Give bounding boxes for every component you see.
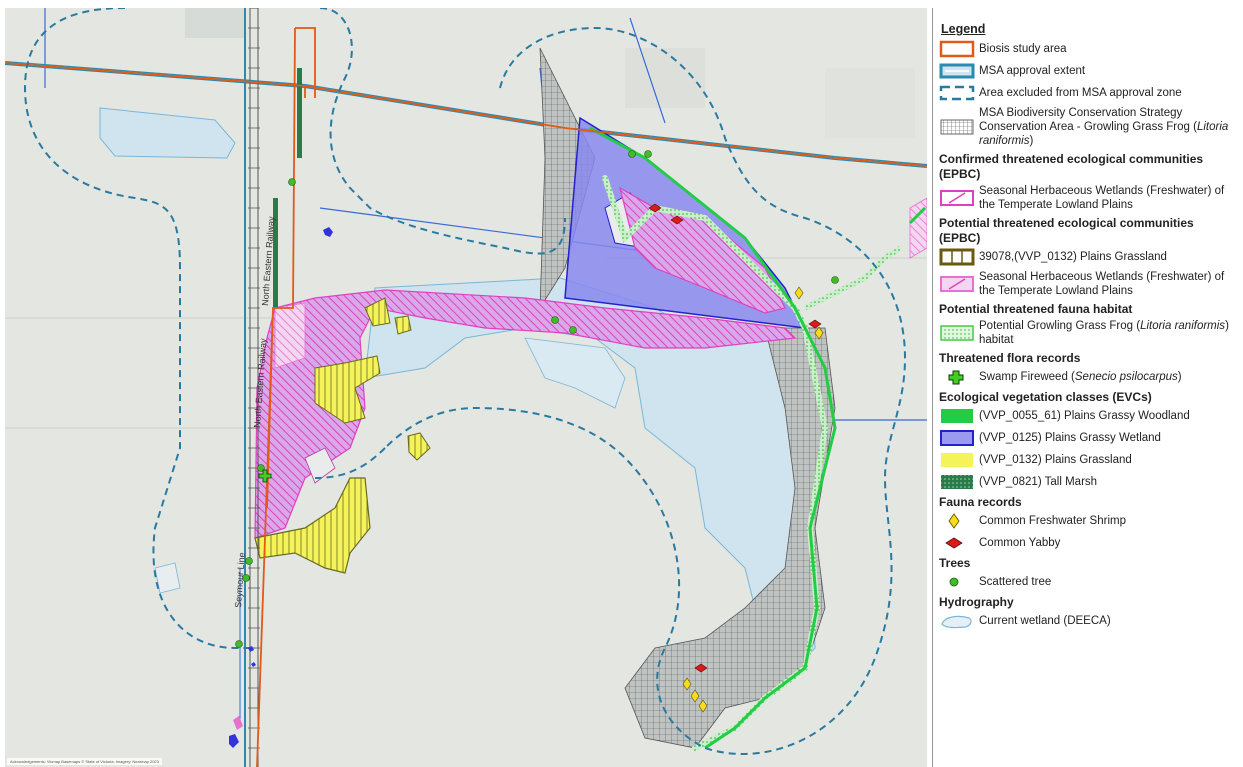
- legend-item-current-wetland: Current wetland (DEECA): [939, 612, 1238, 630]
- plains-grassy-woodland-strip: [589, 126, 837, 750]
- msa-extent-swatch: [939, 62, 975, 80]
- potential-wetland-swatch: [939, 275, 975, 293]
- legend-item-conservation-area: MSA Biodiversity Conservation Strategy C…: [939, 106, 1238, 148]
- diamond-red-icon: [939, 534, 975, 552]
- tall-marsh-strip-b: [273, 198, 278, 308]
- plains-grassland-potential-swatch: [939, 248, 975, 266]
- legend-item-evc-tall-marsh: (VVP_0821) Tall Marsh: [939, 473, 1238, 491]
- plains-grassland-south: [254, 477, 371, 574]
- legend-item-excluded-area: Area excluded from MSA approval zone: [939, 84, 1238, 102]
- diamond-yellow-icon: [939, 512, 975, 530]
- shrimp-records: [682, 286, 824, 713]
- legend-title: Legend: [941, 22, 986, 36]
- tall-marsh-strip-a: [297, 68, 302, 158]
- plains-grassland-a: [364, 297, 391, 327]
- legend-item-evc-grassland: (VVP_0132) Plains Grassland: [939, 451, 1238, 469]
- fauna-records-heading: Fauna records: [939, 495, 1022, 509]
- evc-woodland-swatch: [939, 407, 975, 425]
- conservation-area-swatch: [939, 118, 975, 136]
- potential-communities-heading: Potential threatened ecological communit…: [939, 216, 1194, 245]
- evc-grassy-wetland-swatch: [939, 429, 975, 447]
- seymour-line-label: Seymour Line: [233, 552, 247, 608]
- map-credit: Acknowledgements: Vicmap Basemaps © Stat…: [7, 758, 162, 765]
- green-dot-icon: [939, 573, 975, 591]
- confirmed-communities-heading: Confirmed threatened ecological communit…: [939, 152, 1204, 181]
- study-area-swatch: [939, 40, 975, 58]
- scattered-trees: [235, 150, 839, 648]
- potential-wetland-east: [909, 197, 927, 259]
- legend-panel: Legend Biosis study area MSA approval ex…: [932, 8, 1243, 767]
- evc-heading: Ecological vegetation classes (EVCs): [939, 390, 1152, 404]
- railway: [249, 8, 259, 767]
- yabby-records: [648, 203, 822, 673]
- area-excluded-boundary: [23, 8, 907, 755]
- confirmed-wetland-swatch: [939, 189, 975, 207]
- legend-item-frog-habitat: Potential Growling Grass Frog (Litoria r…: [939, 319, 1238, 347]
- map-canvas: North Eastern Railway North Eastern Rail…: [5, 8, 927, 767]
- excluded-area-swatch: [939, 84, 975, 102]
- frog-habitat-swatch: [939, 324, 975, 342]
- legend-item-msa-extent: MSA approval extent: [939, 62, 1238, 80]
- legend-item-scattered-tree: Scattered tree: [939, 573, 1238, 591]
- evc-tall-marsh-swatch: [939, 473, 975, 491]
- legend-item-potential-wetland: Seasonal Herbaceous Wetlands (Freshwater…: [939, 270, 1238, 298]
- legend-item-plains-grassland-potential: 39078,(VVP_0132) Plains Grassland: [939, 248, 1238, 266]
- confirmed-wetland-west: [254, 289, 797, 539]
- flora-heading: Threatened flora records: [939, 351, 1081, 365]
- trees-heading: Trees: [939, 556, 971, 570]
- legend-item-yabby: Common Yabby: [939, 534, 1238, 552]
- wetland-outline-icon: [939, 612, 975, 630]
- legend-item-confirmed-wetland: Seasonal Herbaceous Wetlands (Freshwater…: [939, 184, 1238, 212]
- site-map: North Eastern Railway North Eastern Rail…: [5, 8, 927, 767]
- plus-icon: [939, 368, 975, 386]
- swamp-fireweed-record: [258, 469, 272, 483]
- legend-item-study-area: Biosis study area: [939, 40, 1238, 58]
- legend-item-shrimp: Common Freshwater Shrimp: [939, 512, 1238, 530]
- evc-grassland-swatch: [939, 451, 975, 469]
- conservation-area-east: [624, 327, 836, 749]
- wetland-north-west: [99, 107, 236, 159]
- potential-wetland-west: [274, 302, 306, 369]
- fauna-habitat-heading: Potential threatened fauna habitat: [939, 302, 1133, 316]
- study-area-boundary-east: [5, 62, 927, 167]
- legend-item-evc-grassy-wetland: (VVP_0125) Plains Grassy Wetland: [939, 429, 1238, 447]
- hydrography-heading: Hydrography: [939, 595, 1014, 609]
- legend-item-evc-woodland: (VVP_0055_61) Plains Grassy Woodland: [939, 407, 1238, 425]
- legend-item-swamp-fireweed: Swamp Fireweed (Senecio psilocarpus): [939, 368, 1238, 386]
